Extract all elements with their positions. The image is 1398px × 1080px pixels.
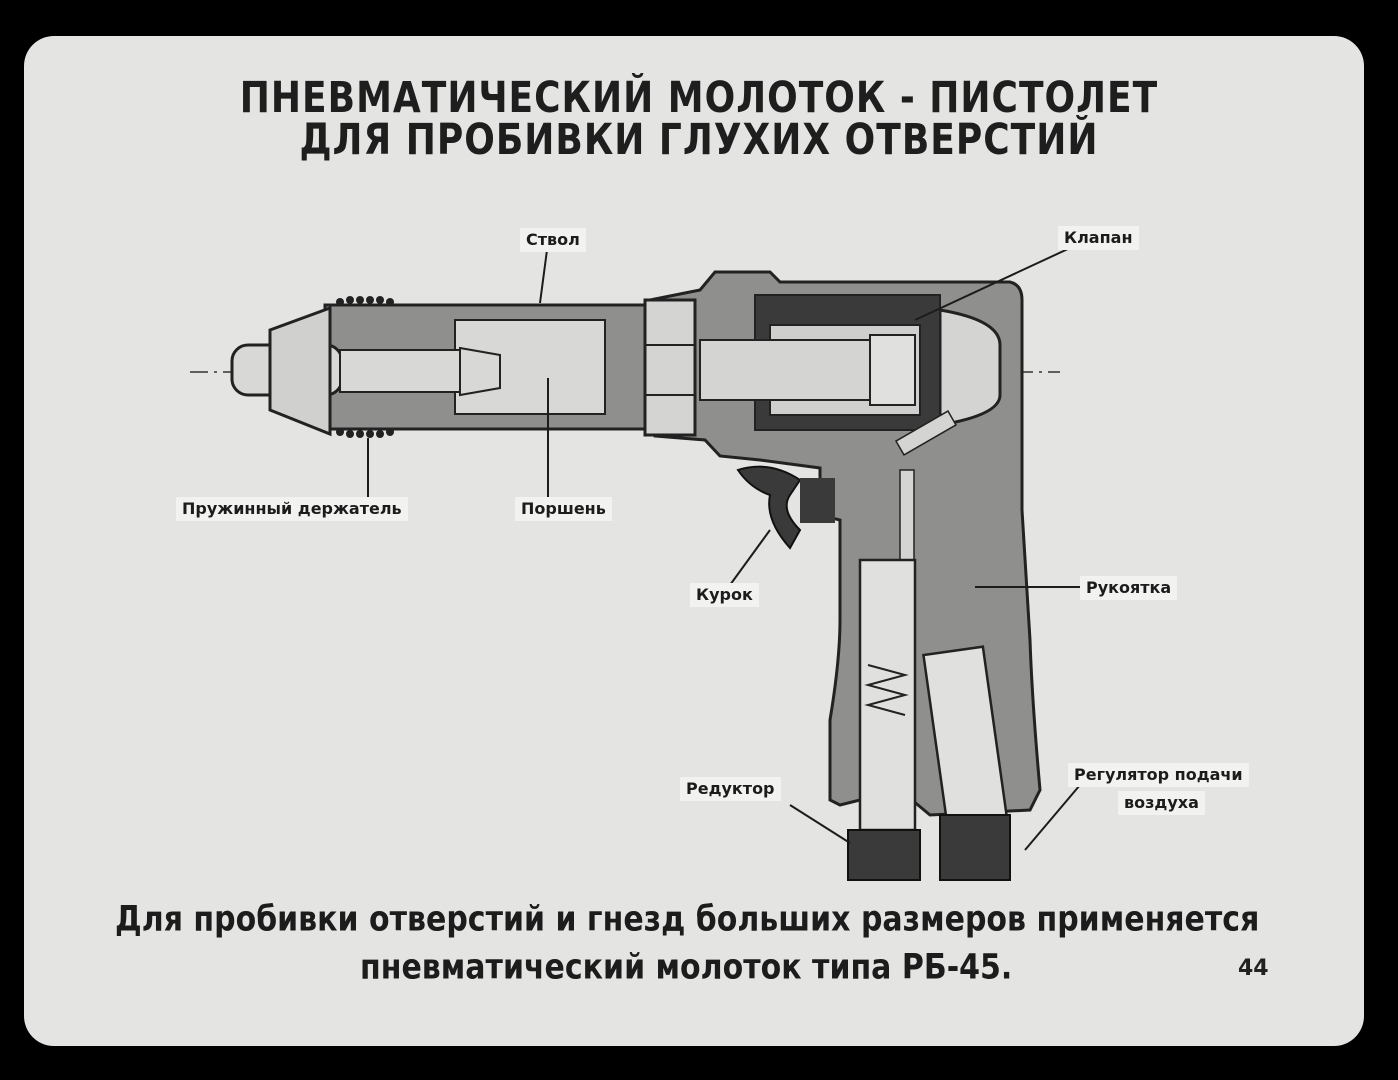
leader-trigger bbox=[729, 529, 771, 586]
caption-line-2: пневматический молоток типа РБ-45. bbox=[360, 947, 1013, 988]
label-air-regulator-line-2: воздуха bbox=[1118, 791, 1205, 815]
title-line-1: ПНЕВМАТИЧЕСКИЙ МОЛОТОК - ПИСТОЛЕТ bbox=[239, 74, 1159, 123]
hex-nut bbox=[643, 298, 697, 437]
title-line-2: ДЛЯ ПРОБИВКИ ГЛУХИХ ОТВЕРСТИЙ bbox=[299, 116, 1099, 165]
caption-line-1: Для пробивки отверстий и гнезд больших р… bbox=[115, 899, 1260, 940]
spring-holder-cone bbox=[268, 305, 332, 437]
trigger-lever bbox=[736, 465, 802, 550]
trigger-block bbox=[800, 478, 835, 523]
label-spring-holder: Пружинный держатель bbox=[176, 497, 408, 521]
reducer-fitting bbox=[847, 829, 921, 881]
label-trigger: Курок bbox=[690, 583, 759, 607]
valve-spool bbox=[869, 334, 916, 406]
page-number: 44 bbox=[1238, 956, 1269, 981]
tool-shank bbox=[339, 349, 461, 393]
leader-reducer bbox=[789, 804, 851, 844]
label-handle: Рукоятка bbox=[1080, 576, 1178, 600]
slide-frame bbox=[24, 36, 1364, 1046]
leader-air-regulator bbox=[1024, 784, 1081, 851]
leader-valve bbox=[914, 247, 1071, 321]
spring-coils bbox=[336, 296, 394, 438]
label-valve: Клапан bbox=[1058, 226, 1139, 250]
back-cap bbox=[938, 308, 1002, 427]
label-piston: Поршень bbox=[515, 497, 612, 521]
tool-tip bbox=[459, 346, 501, 397]
label-air-regulator-line-1: Регулятор подачи bbox=[1068, 763, 1249, 787]
label-reducer: Редуктор bbox=[680, 777, 781, 801]
central-bore bbox=[699, 339, 871, 401]
reducer-spring bbox=[864, 664, 909, 716]
label-barrel: Ствол bbox=[520, 228, 586, 252]
regulator-fitting bbox=[939, 814, 1011, 881]
leader-barrel bbox=[539, 249, 548, 304]
air-passage-top bbox=[894, 410, 957, 456]
leader-lines bbox=[367, 247, 1081, 851]
